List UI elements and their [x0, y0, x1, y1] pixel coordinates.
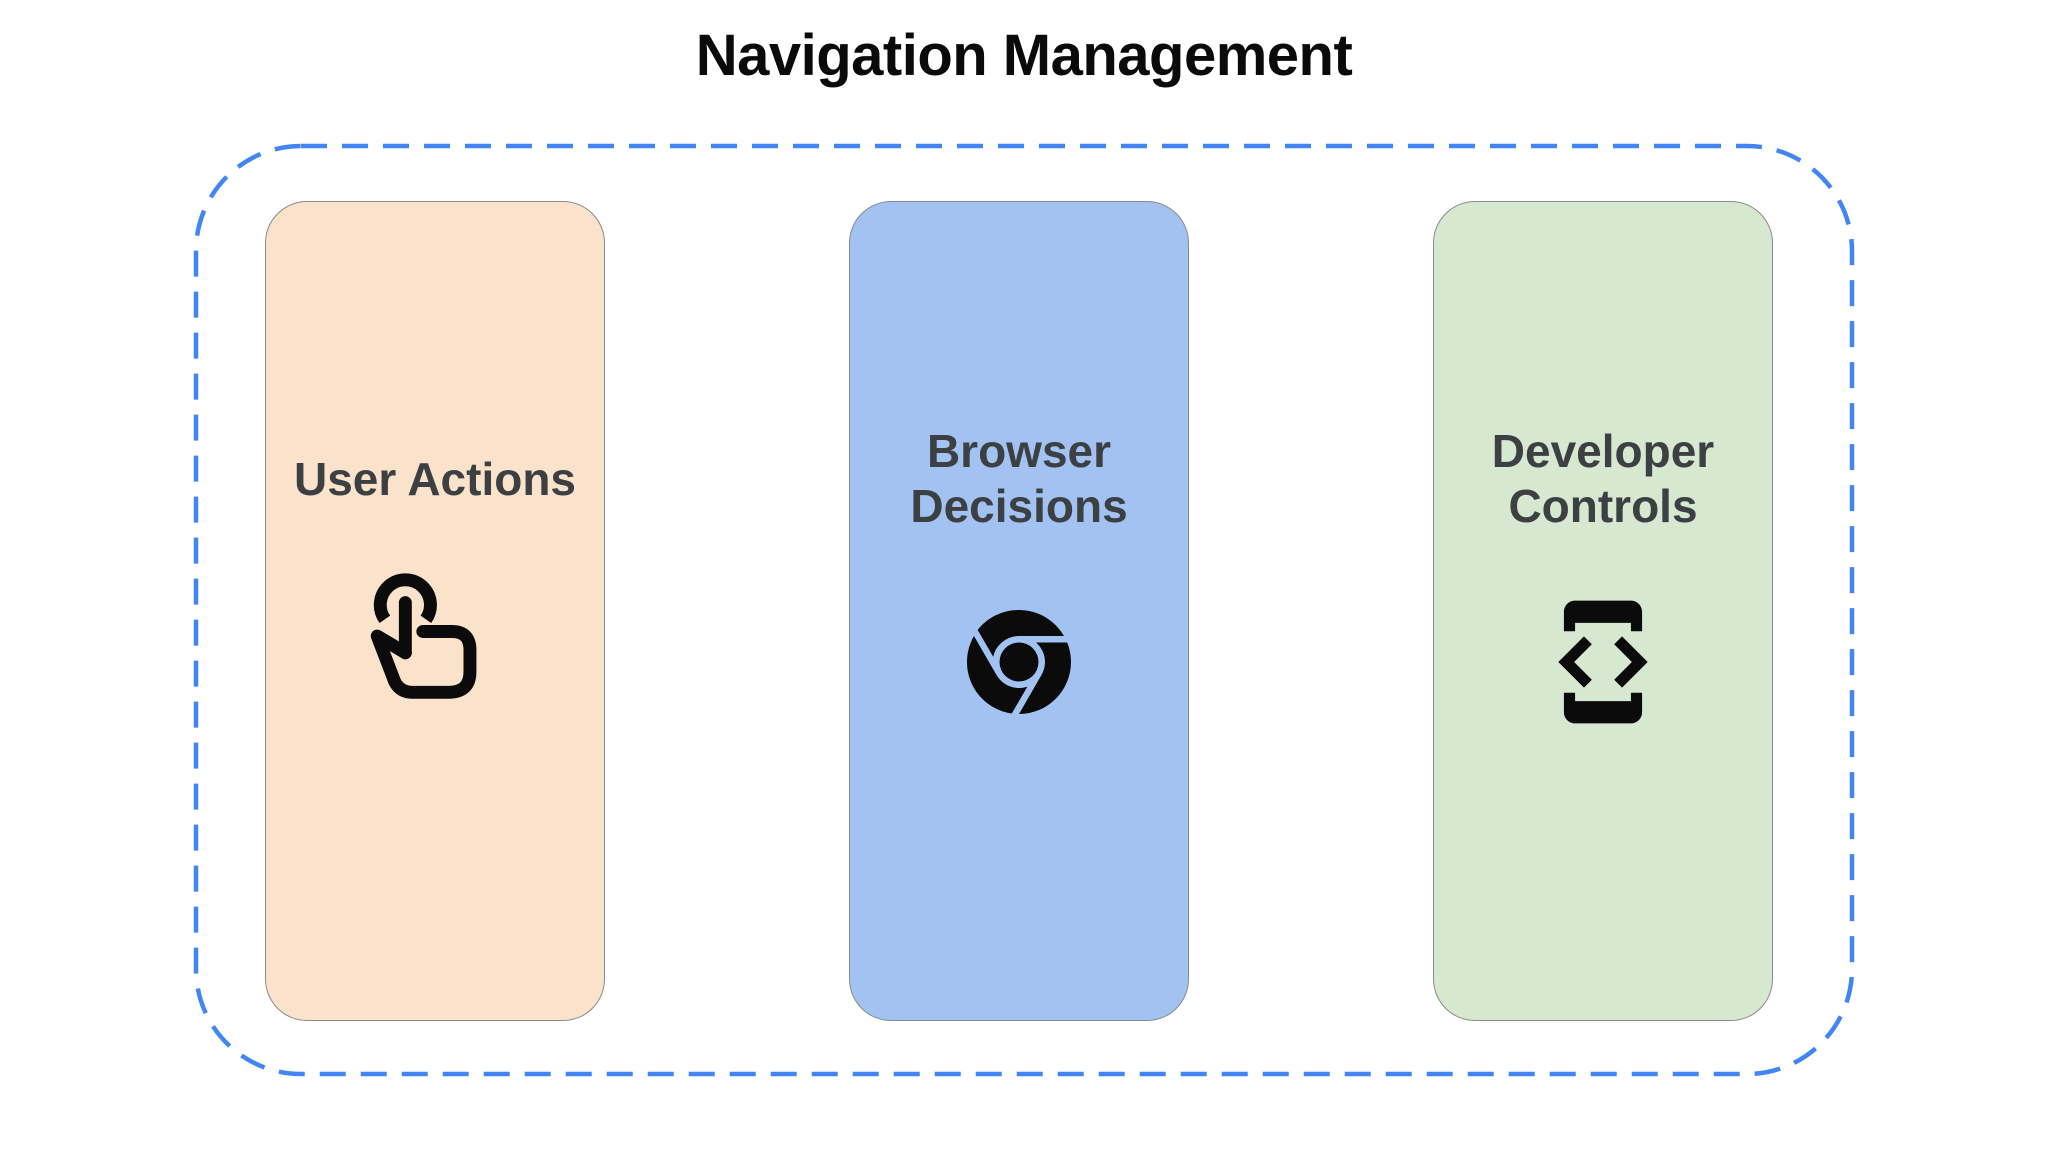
card-content: User Actions: [294, 452, 576, 715]
card-label-browser-decisions: Browser Decisions: [910, 425, 1128, 532]
dashed-boundary-rect: [193, 143, 1855, 1077]
card-label-developer-controls: Developer Controls: [1491, 425, 1715, 532]
card-label-user-actions: User Actions: [293, 452, 577, 505]
card-content: Browser Decisions: [874, 424, 1164, 742]
card-content: Developer Controls: [1458, 424, 1748, 742]
icon-slot: [941, 582, 1097, 742]
page-title: Navigation Management: [695, 23, 1353, 88]
card-browser-decisions: Browser Decisions: [849, 201, 1189, 1021]
card-developer-controls: Developer Controls: [1433, 201, 1773, 1021]
chrome-browser-icon: [967, 610, 1071, 714]
icon-slot: [359, 555, 511, 715]
card-user-actions: User Actions: [265, 201, 605, 1021]
touch-gesture-icon: [370, 572, 477, 699]
icon-slot: [1536, 582, 1670, 742]
developer-mode-icon: [1558, 600, 1648, 724]
